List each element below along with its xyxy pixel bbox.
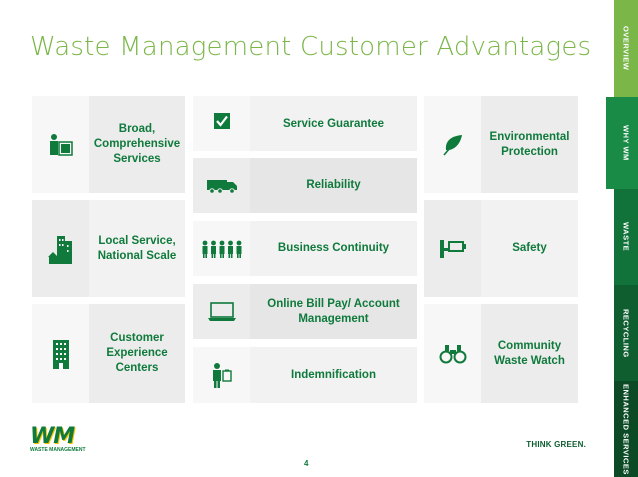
card-label: Broad, Comprehensive Services [89, 96, 185, 193]
binoculars-icon [439, 344, 467, 364]
card-label: Business Continuity [250, 221, 417, 276]
card-service-guarantee: Service Guarantee [193, 96, 417, 151]
logo-subtitle: WASTE MANAGEMENT [30, 447, 86, 453]
page-title: Waste Management Customer Advantages [30, 32, 592, 62]
card-icon-area [424, 96, 481, 193]
tab-overview[interactable]: OVERVIEW [614, 0, 638, 97]
card-local-service: Local Service, National Scale [32, 200, 185, 297]
card-broad-services: Broad, Comprehensive Services [32, 96, 185, 193]
tab-waste[interactable]: WASTE [614, 189, 638, 285]
laptop-icon [207, 301, 237, 322]
checkbox-icon [213, 112, 231, 130]
card-icon-area [424, 304, 481, 403]
card-icon-area [32, 96, 89, 193]
card-icon-area [32, 304, 89, 403]
active-tab-indicator [606, 97, 614, 189]
card-label: Local Service, National Scale [89, 200, 185, 297]
tab-recycling[interactable]: RECYCLING [614, 285, 638, 381]
card-label: Reliability [250, 158, 417, 213]
card-label: Online Bill Pay/ Account Management [250, 284, 417, 339]
card-icon-area [193, 347, 250, 403]
card-icon-area [193, 221, 250, 276]
card-online-bill-pay: Online Bill Pay/ Account Management [193, 284, 417, 339]
logo-mark: WM [30, 424, 75, 449]
card-safety: Safety [424, 200, 578, 297]
tab-enhanced-services[interactable]: ENHANCED SERVICES [614, 381, 638, 477]
card-environmental-protection: Environmental Protection [424, 96, 578, 193]
group-people-icon [201, 240, 243, 258]
card-label: Environmental Protection [481, 96, 578, 193]
card-label: Service Guarantee [250, 96, 417, 151]
think-green-tagline: THINK GREEN. [526, 440, 586, 449]
card-label: Safety [481, 200, 578, 297]
card-reliability: Reliability [193, 158, 417, 213]
city-house-icon [47, 234, 75, 264]
card-label: Indemnification [250, 347, 417, 403]
wm-logo: WM WASTE MANAGEMENT [30, 424, 86, 453]
card-business-continuity: Business Continuity [193, 221, 417, 276]
card-icon-area [193, 284, 250, 339]
building-icon [51, 339, 71, 369]
truck-icon [206, 178, 238, 194]
person-desk-icon [48, 133, 74, 157]
card-customer-experience: Customer Experience Centers [32, 304, 185, 403]
leaf-icon [442, 134, 464, 156]
page-number: 4 [304, 459, 309, 468]
card-label: Customer Experience Centers [89, 304, 185, 403]
section-sidebar: OVERVIEW WHY WM WASTE RECYCLING ENHANCED… [614, 0, 638, 477]
card-icon-area [193, 158, 250, 213]
card-label: Community Waste Watch [481, 304, 578, 403]
person-clipboard-icon [212, 362, 232, 388]
security-camera-icon [439, 239, 467, 259]
card-icon-area [193, 96, 250, 151]
card-icon-area [32, 200, 89, 297]
card-community-waste-watch: Community Waste Watch [424, 304, 578, 403]
tab-why-wm[interactable]: WHY WM [614, 97, 638, 189]
card-indemnification: Indemnification [193, 347, 417, 403]
card-icon-area [424, 200, 481, 297]
